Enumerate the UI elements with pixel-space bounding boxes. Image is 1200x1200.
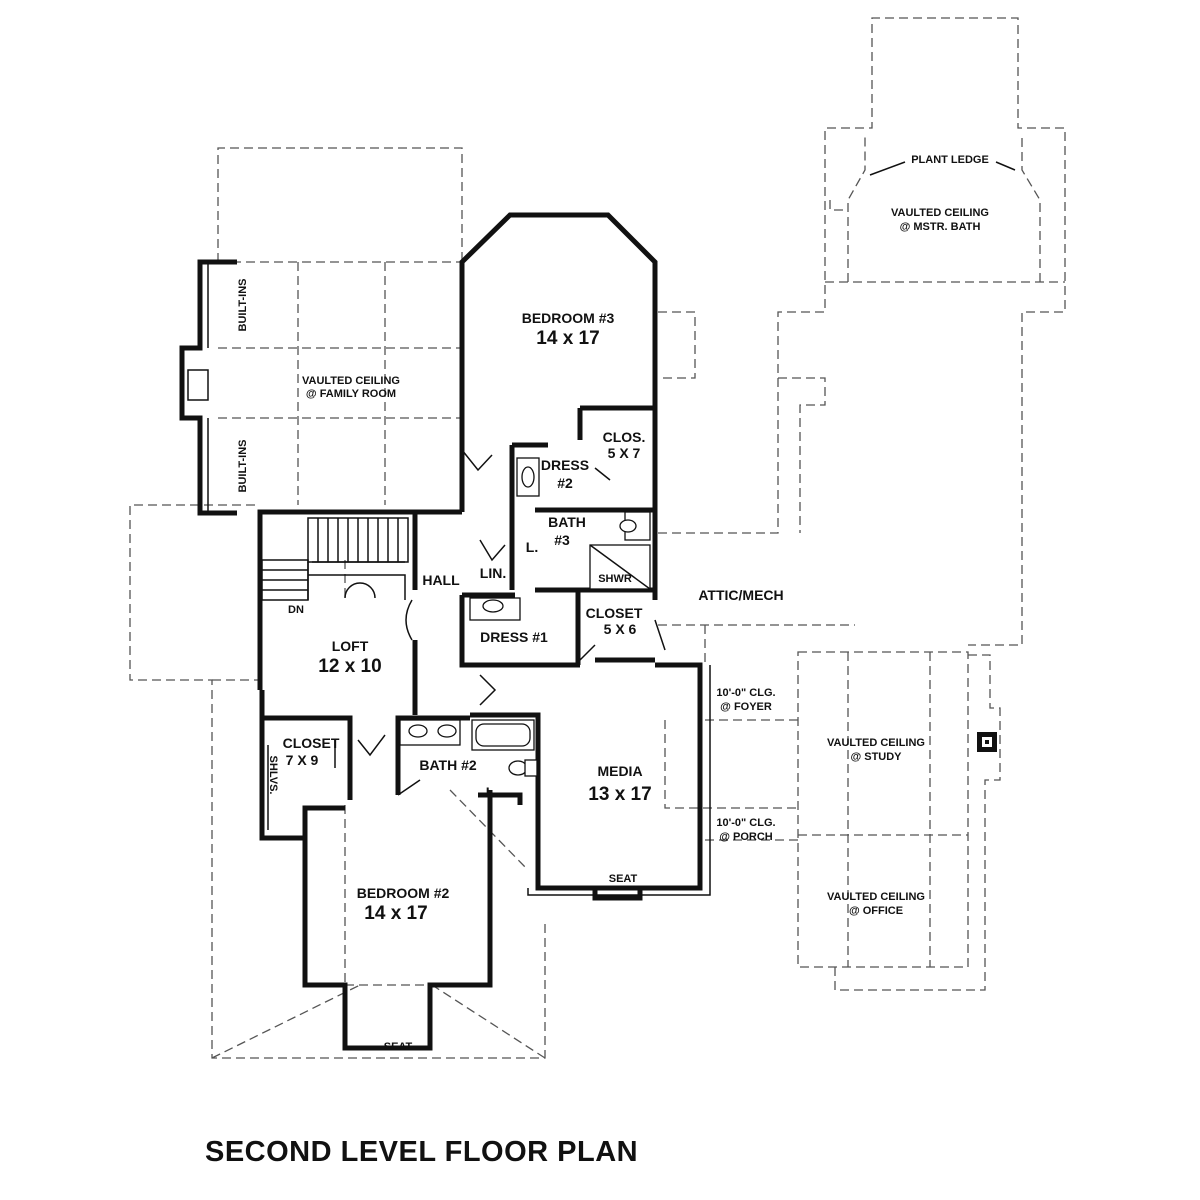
- plant-ledge-label: PLANT LEDGE: [911, 154, 989, 166]
- bedroom3-name: BEDROOM #3: [522, 310, 615, 326]
- closet-bed2-size: 7 X 9: [286, 752, 319, 768]
- closet-master-name: CLOSET: [586, 605, 643, 621]
- clos-name: CLOS.: [603, 429, 646, 445]
- bath3-name: BATH: [548, 514, 586, 530]
- porch-clg-line1: 10'-0" CLG.: [716, 817, 775, 829]
- bedroom2-name: BEDROOM #2: [357, 885, 450, 901]
- shower-label: SHWR: [598, 573, 632, 585]
- vaulted-office-line2: @ OFFICE: [849, 905, 903, 917]
- bath2-label: BATH #2: [419, 757, 477, 773]
- vaulted-family-line1: VAULTED CEILING: [302, 375, 400, 387]
- builtins-top-label: BUILT-INS: [237, 279, 249, 332]
- foyer-clg-line1: 10'-0" CLG.: [716, 687, 775, 699]
- attic-mech-label: ATTIC/MECH: [698, 587, 783, 603]
- closet-master-size: 5 X 6: [604, 621, 637, 637]
- media-size: 13 x 17: [588, 784, 651, 805]
- vaulted-mstr-line1: VAULTED CEILING: [891, 207, 989, 219]
- dress2-name: DRESS: [541, 457, 589, 473]
- builtins-bottom-label: BUILT-INS: [237, 440, 249, 493]
- annotations: ATTIC/MECH PLANT LEDGE VAULTED CEILING @…: [237, 154, 1016, 917]
- foyer-clg-line2: @ FOYER: [720, 701, 772, 713]
- plan-title: SECOND LEVEL FLOOR PLAN: [205, 1136, 639, 1168]
- bath2-l: L.: [486, 784, 498, 800]
- lower-level-outline: [129, 17, 1066, 1059]
- vaulted-mstr-line2: @ MSTR. BATH: [900, 221, 981, 233]
- loft-name: LOFT: [332, 638, 369, 654]
- bedroom2-seat-label: SEAT: [384, 1041, 413, 1053]
- stair-dn-label: DN: [288, 604, 304, 616]
- vaulted-office-line1: VAULTED CEILING: [827, 891, 925, 903]
- porch-clg-line2: @ PORCH: [719, 831, 773, 843]
- bath3-l: L.: [526, 539, 538, 555]
- room-labels: BEDROOM #3 14 x 17 CLOS. 5 X 7 DRESS #2 …: [267, 310, 652, 1053]
- clos-size: 5 X 7: [608, 445, 641, 461]
- post-icon: [977, 732, 997, 752]
- vaulted-study-line2: @ STUDY: [850, 751, 902, 763]
- walls: [179, 212, 711, 1051]
- shelves-label: SHLVS.: [267, 756, 279, 795]
- bath3-num: #3: [554, 532, 570, 548]
- bedroom2-size: 14 x 17: [364, 903, 427, 924]
- bedroom3-size: 14 x 17: [536, 328, 599, 349]
- vaulted-family-line2: @ FAMILY ROOM: [306, 388, 396, 400]
- stairs: [261, 517, 409, 601]
- vaulted-study-line1: VAULTED CEILING: [827, 737, 925, 749]
- media-name: MEDIA: [597, 763, 642, 779]
- closet-bed2-name: CLOSET: [283, 735, 340, 751]
- doors: [357, 449, 666, 796]
- bathroom-fixtures: [267, 457, 651, 830]
- hall-label: HALL: [422, 572, 460, 588]
- dress2-num: #2: [557, 475, 573, 491]
- linen-label: LIN.: [480, 565, 506, 581]
- dress1-label: DRESS #1: [480, 629, 548, 645]
- loft-size: 12 x 10: [318, 656, 381, 677]
- media-seat-label: SEAT: [609, 873, 638, 885]
